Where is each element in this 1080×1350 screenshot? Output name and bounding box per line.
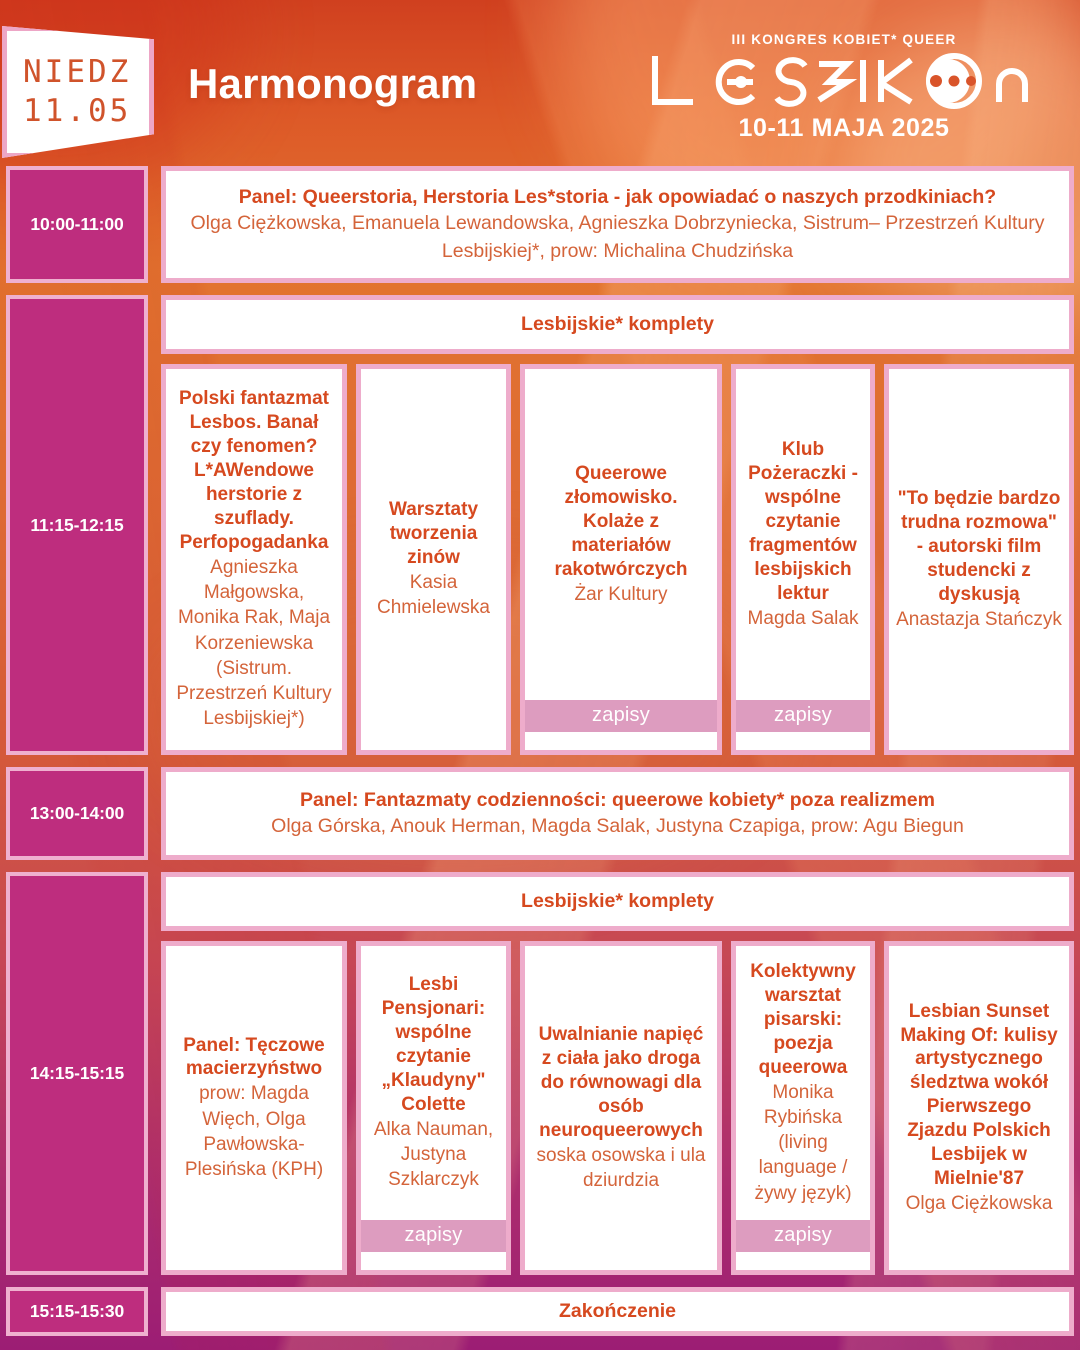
logo-kicker: III KONGRES KOBIET* QUEER xyxy=(731,32,957,47)
session-card[interactable]: Klub Pożeraczki - wspólne czytanie fragm… xyxy=(731,364,875,755)
schedule-row: 11:15-12:15 Lesbijskie* komplety Polski … xyxy=(0,289,1080,761)
session-title: Zakończenie xyxy=(558,1300,677,1323)
session-card-body: Klub Pożeraczki - wspólne czytanie fragm… xyxy=(736,369,870,700)
session-title: Uwalnianie napięć z ciała jako droga do … xyxy=(538,1023,704,1141)
time-slot: 10:00-11:00 xyxy=(6,166,148,283)
card-footer-strip xyxy=(361,1252,506,1270)
session-title: Queerowe złomowisko. Kolaże z materiałów… xyxy=(554,463,688,580)
session-title: Lesbian Sunset Making Of: kulisy artysty… xyxy=(900,1000,1058,1190)
session-title: Polski fantazmat Lesbos. Banał czy fenom… xyxy=(179,388,329,553)
session-card[interactable]: "To będzie bardzo trudna rozmowa" - auto… xyxy=(884,364,1074,755)
session-speakers: Magda Salak xyxy=(747,607,859,629)
session-title: "To będzie bardzo trudna rozmowa" - auto… xyxy=(897,488,1061,605)
session-card[interactable]: Uwalnianie napięć z ciała jako droga do … xyxy=(520,941,722,1275)
day-badge: NIEDZ 11.05 xyxy=(2,26,154,158)
day-badge-date: 11.05 xyxy=(23,93,132,129)
time-slot: 14:15-15:15 xyxy=(6,872,148,1275)
session-card-body: Panel: Tęczowe macierzyństwo prow: Magda… xyxy=(166,946,342,1270)
card-footer-strip xyxy=(736,732,870,750)
session-card[interactable]: Polski fantazmat Lesbos. Banał czy fenom… xyxy=(161,364,347,755)
schedule-row: 10:00-11:00 Panel: Queerstoria, Herstori… xyxy=(0,160,1080,289)
session-title: Klub Pożeraczki - wspólne czytanie fragm… xyxy=(748,439,858,604)
session-speakers: Olga Ciężkowska xyxy=(905,1193,1053,1215)
session-card[interactable]: Panel: Queerstoria, Herstoria Les*storia… xyxy=(161,166,1074,283)
schedule-row: 15:15-15:30 Zakończenie xyxy=(0,1281,1080,1342)
session-card[interactable]: Zakończenie xyxy=(161,1287,1074,1336)
signup-badge[interactable]: zapisy xyxy=(736,700,870,732)
session-speakers: Olga Górska, Anouk Herman, Magda Salak, … xyxy=(271,814,964,837)
signup-badge[interactable]: zapisy xyxy=(525,700,717,732)
session-speakers: Agnieszka Małgowska, Monika Rak, Maja Ko… xyxy=(176,556,332,730)
section-header: Lesbijskie* komplety xyxy=(161,872,1074,931)
session-card-body: "To będzie bardzo trudna rozmowa" - auto… xyxy=(889,369,1069,750)
session-speakers: soska osowska i ula dziurdzia xyxy=(536,1144,706,1191)
row-body: Zakończenie xyxy=(161,1287,1074,1336)
session-columns: Panel: Tęczowe macierzyństwo prow: Magda… xyxy=(161,941,1074,1275)
session-card[interactable]: Lesbian Sunset Making Of: kulisy artysty… xyxy=(884,941,1074,1275)
schedule-grid: 10:00-11:00 Panel: Queerstoria, Herstori… xyxy=(0,160,1080,1342)
session-card-body: Lesbi Pensjonari: wspólne czytanie „Klau… xyxy=(361,946,506,1220)
session-card[interactable]: Warsztaty tworzenia zinów Kasia Chmielew… xyxy=(356,364,511,755)
time-slot: 11:15-12:15 xyxy=(6,295,148,755)
session-card[interactable]: Panel: Fantazmaty codzienności: queerowe… xyxy=(161,767,1074,860)
row-body: Lesbijskie* komplety Panel: Tęczowe maci… xyxy=(161,872,1074,1275)
card-footer-strip xyxy=(736,1252,870,1270)
session-title: Warsztaty tworzenia zinów xyxy=(388,499,479,569)
session-card[interactable]: Lesbi Pensjonari: wspólne czytanie „Klau… xyxy=(356,941,511,1275)
session-speakers: Alka Nauman, Justyna Szklarczyk xyxy=(373,1118,494,1191)
session-title: Panel: Queerstoria, Herstoria Les*storia… xyxy=(238,185,997,208)
session-speakers: prow: Magda Więch, Olga Pawłowska-Plesiń… xyxy=(184,1083,324,1181)
section-header: Lesbijskie* komplety xyxy=(161,295,1074,354)
session-speakers: Żar Kultury xyxy=(574,583,668,605)
session-title: Panel: Tęczowe macierzyństwo xyxy=(183,1034,325,1080)
signup-badge[interactable]: zapisy xyxy=(361,1220,506,1252)
page-title: Harmonogram xyxy=(188,60,478,107)
session-speakers: Olga Ciężkowska, Emanuela Lewandowska, A… xyxy=(190,211,1045,262)
session-title: Kolektywny warsztat pisarski: poezja que… xyxy=(750,960,856,1078)
poster-header: NIEDZ 11.05 Harmonogram III KONGRES KOBI… xyxy=(0,0,1080,160)
session-speakers: Monika Rybińska (living language / żywy … xyxy=(754,1081,852,1204)
session-speakers: Kasia Chmielewska xyxy=(377,572,490,619)
session-card[interactable]: Kolektywny warsztat pisarski: poezja que… xyxy=(731,941,875,1275)
signup-badge[interactable]: zapisy xyxy=(736,1220,870,1252)
session-card-body: Uwalnianie napięć z ciała jako droga do … xyxy=(525,946,717,1270)
session-card-body: Kolektywny warsztat pisarski: poezja que… xyxy=(736,946,870,1220)
logo-wordmark xyxy=(644,50,1044,112)
time-slot: 15:15-15:30 xyxy=(6,1287,148,1336)
card-footer-strip xyxy=(525,732,717,750)
day-badge-weekday: NIEDZ xyxy=(23,54,132,91)
session-card-body: Polski fantazmat Lesbos. Banał czy fenom… xyxy=(166,369,342,750)
schedule-row: 13:00-14:00 Panel: Fantazmaty codziennoś… xyxy=(0,761,1080,866)
logo-date: 10-11 MAJA 2025 xyxy=(738,114,950,142)
row-body: Lesbijskie* komplety Polski fantazmat Le… xyxy=(161,295,1074,755)
session-title: Panel: Fantazmaty codzienności: queerowe… xyxy=(299,788,935,811)
schedule-row: 14:15-15:15 Lesbijskie* komplety Panel: … xyxy=(0,866,1080,1281)
session-card[interactable]: Panel: Tęczowe macierzyństwo prow: Magda… xyxy=(161,941,347,1275)
row-body: Panel: Queerstoria, Herstoria Les*storia… xyxy=(161,166,1074,283)
session-card-body: Queerowe złomowisko. Kolaże z materiałów… xyxy=(525,369,717,700)
session-card[interactable]: Queerowe złomowisko. Kolaże z materiałów… xyxy=(520,364,722,755)
row-body: Panel: Fantazmaty codzienności: queerowe… xyxy=(161,767,1074,860)
session-columns: Polski fantazmat Lesbos. Banał czy fenom… xyxy=(161,364,1074,755)
session-speakers: Anastazja Stańczyk xyxy=(896,608,1062,630)
session-card-body: Lesbian Sunset Making Of: kulisy artysty… xyxy=(889,946,1069,1270)
time-slot: 13:00-14:00 xyxy=(6,767,148,860)
session-title: Lesbi Pensjonari: wspólne czytanie „Klau… xyxy=(381,974,486,1115)
lesbikon-logo: III KONGRES KOBIET* QUEER xyxy=(644,32,1044,143)
session-card-body: Warsztaty tworzenia zinów Kasia Chmielew… xyxy=(361,369,506,750)
